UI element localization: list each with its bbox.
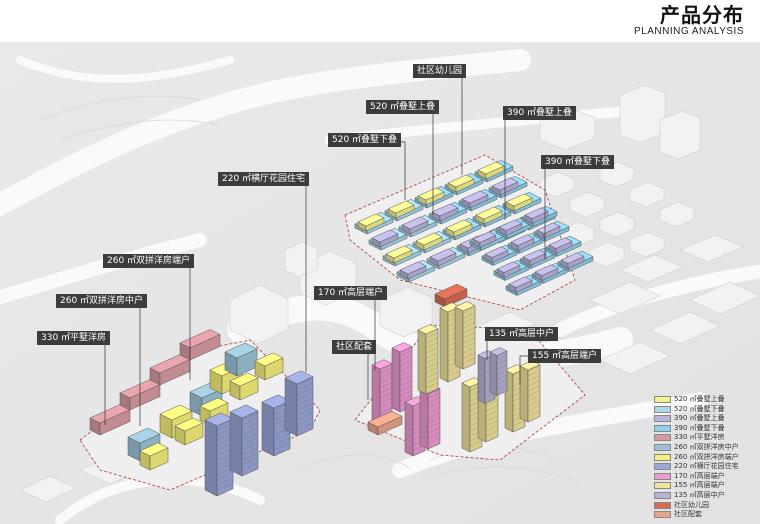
- legend-item: 260 ㎡双拼洋房端户: [654, 453, 754, 462]
- legend-swatch: [654, 511, 671, 518]
- highrise-155-tower: [455, 302, 475, 369]
- legend-label: 390 ㎡叠墅下叠: [674, 424, 725, 433]
- highrise-170-tower: [420, 385, 440, 449]
- highrise-135-tower: [490, 348, 507, 396]
- legend-swatch: [654, 425, 671, 432]
- site-plan-diagram: [0, 42, 760, 524]
- legend-label: 260 ㎡双拼洋房中户: [674, 443, 739, 452]
- label-260-end: 260 ㎡双拼洋房端户: [103, 254, 194, 268]
- label-520-upper: 520 ㎡叠墅上叠: [366, 100, 439, 114]
- legend-item: 135 ㎡高层中户: [654, 491, 754, 500]
- page-title: 产品分布: [634, 4, 744, 26]
- legend-item: 170 ㎡高层端户: [654, 472, 754, 481]
- legend-item: 330 ㎡平墅洋房: [654, 433, 754, 442]
- legend-swatch: [654, 454, 671, 461]
- highrise-155-tower: [520, 361, 540, 422]
- legend-label: 社区配套: [674, 510, 702, 519]
- legend-swatch: [654, 396, 671, 403]
- label-155-end: 155 ㎡高层端户: [528, 349, 601, 363]
- legend-swatch: [654, 434, 671, 441]
- label-520-lower: 520 ㎡叠墅下叠: [328, 133, 401, 147]
- legend-label: 520 ㎡叠墅上叠: [674, 395, 725, 404]
- legend-item: 155 ㎡高层端户: [654, 481, 754, 490]
- garden-tower: [205, 413, 233, 496]
- legend-item: 220 ㎡横厅花园住宅: [654, 462, 754, 471]
- legend-swatch: [654, 463, 671, 470]
- legend-swatch: [654, 415, 671, 422]
- legend-label: 330 ㎡平墅洋房: [674, 433, 725, 442]
- garden-tower: [230, 405, 258, 476]
- label-135-mid: 135 ㎡高层中户: [485, 327, 558, 341]
- legend-label: 520 ㎡叠墅下叠: [674, 405, 725, 414]
- legend-label: 170 ㎡高层端户: [674, 472, 725, 481]
- label-kindergarten: 社区幼儿园: [413, 64, 466, 78]
- legend-item: 260 ㎡双拼洋房中户: [654, 443, 754, 452]
- garden-tower: [285, 371, 313, 436]
- legend-label: 220 ㎡横厅花园住宅: [674, 462, 739, 471]
- legend-item: 520 ㎡叠墅上叠: [654, 395, 754, 404]
- label-170-end: 170 ㎡高层端户: [314, 286, 387, 300]
- legend-swatch: [654, 502, 671, 509]
- label-260-mid: 260 ㎡双拼洋房中户: [56, 294, 147, 308]
- highrise-155-tower: [418, 325, 438, 394]
- legend-item: 390 ㎡叠墅下叠: [654, 424, 754, 433]
- legend-label: 155 ㎡高层端户: [674, 481, 725, 490]
- label-330-flat: 330 ㎡平墅洋房: [37, 331, 110, 345]
- label-390-lower: 390 ㎡叠墅下叠: [541, 155, 614, 169]
- legend-item: 社区配套: [654, 510, 754, 519]
- page-title-block: 产品分布 PLANNING ANALYSIS: [634, 4, 744, 38]
- legend-label: 260 ㎡双拼洋房端户: [674, 453, 739, 462]
- legend-swatch: [654, 482, 671, 489]
- legend-item: 社区幼儿园: [654, 501, 754, 510]
- legend-label: 社区幼儿园: [674, 501, 709, 510]
- legend-item: 520 ㎡叠墅下叠: [654, 405, 754, 414]
- label-220-garden: 220 ㎡横厅花园住宅: [218, 172, 309, 186]
- legend-swatch: [654, 444, 671, 451]
- legend-label: 135 ㎡高层中户: [674, 491, 725, 500]
- page-subtitle: PLANNING ANALYSIS: [634, 26, 744, 38]
- legend-swatch: [654, 473, 671, 480]
- legend-swatch: [654, 492, 671, 499]
- legend-label: 390 ㎡叠墅上叠: [674, 414, 725, 423]
- label-390-upper: 390 ㎡叠墅上叠: [503, 106, 576, 120]
- label-community: 社区配套: [332, 340, 376, 354]
- legend-item: 390 ㎡叠墅上叠: [654, 414, 754, 423]
- legend-swatch: [654, 406, 671, 413]
